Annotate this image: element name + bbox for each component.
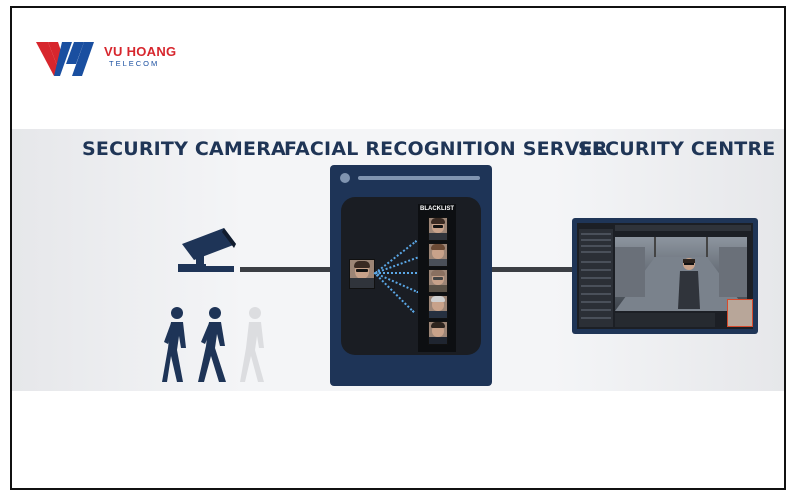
vh-logo-icon [36,42,94,76]
walking-person-icon [198,307,226,382]
monitor-screen [577,223,753,329]
logo-sub: TELECOM [109,59,160,68]
diagram-frame: VU HOANG TELECOM SECURITY CAMERA FACIAL … [10,6,786,490]
playback-controls [615,313,715,327]
heading-facial-recognition-server: FACIAL RECOGNITION SERVER [284,138,608,160]
captured-face [349,259,375,289]
security-camera-icon [178,228,236,272]
blacklist-panel: BLACKLIST [418,204,456,352]
server-indicator-light [340,173,350,183]
blacklist-title: BLACKLIST [420,206,454,212]
blacklist-face [428,217,448,241]
camera-feed [615,237,747,311]
vuhoang-logo: VU HOANG TELECOM [34,36,184,80]
heading-security-centre: SECURITY CENTRE [578,138,776,160]
alert-thumbnail [727,299,753,327]
walking-person-icon [162,307,186,382]
vms-sidebar [579,229,613,327]
walking-person-icon [240,307,264,382]
tracked-person [678,257,700,309]
heading-security-camera: SECURITY CAMERA [82,138,286,160]
server-drive-bar [358,176,480,180]
blacklist-face [428,269,448,293]
monitor-icon [572,218,758,334]
camera-server-cable [240,267,332,272]
blacklist-face [428,295,448,319]
match-line [375,272,421,274]
blacklist-face [428,243,448,267]
logo-name: VU HOANG [104,44,177,59]
blacklist-face [428,321,448,345]
vms-toolbar [615,225,751,231]
server-centre-cable [492,267,574,272]
